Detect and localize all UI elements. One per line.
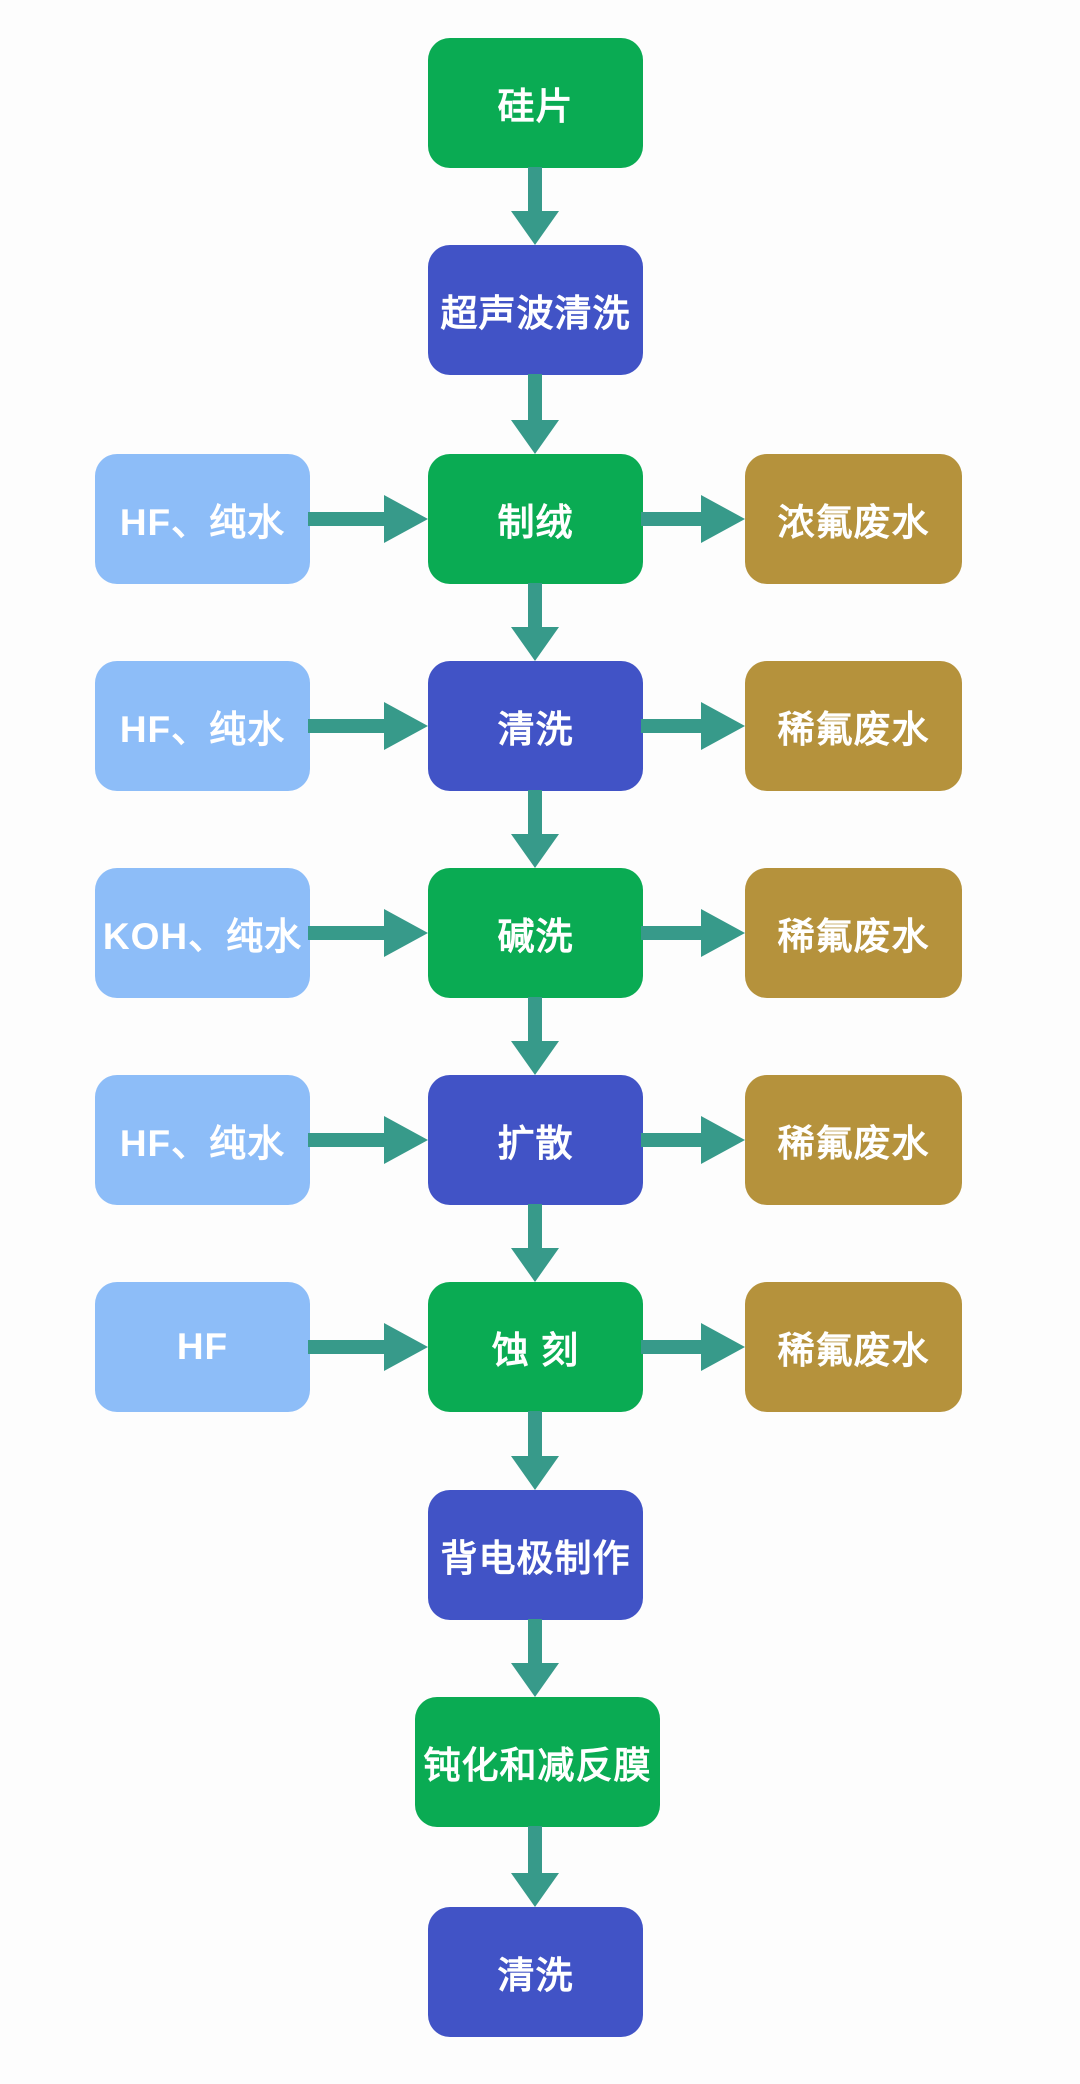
output-node-diffusion: 稀氟废水 (745, 1075, 962, 1205)
input-node-cleaning-1: HF、纯水 (95, 661, 310, 791)
arrow-right-head-icon (384, 1116, 428, 1164)
arrow-down-icon (528, 997, 542, 1042)
flow-node-back-electrode-fabrication: 背电极制作 (428, 1490, 643, 1620)
flow-node-ultrasonic-cleaning: 超声波清洗 (428, 245, 643, 375)
arrow-down-icon (528, 1826, 542, 1874)
arrow-right-icon (641, 926, 701, 940)
arrow-down-icon (528, 790, 542, 835)
arrow-down-head-icon (511, 1873, 559, 1907)
arrow-down-head-icon (511, 1663, 559, 1697)
arrow-right-head-icon (384, 702, 428, 750)
arrow-down-head-icon (511, 420, 559, 454)
flow-node-etching: 蚀 刻 (428, 1282, 643, 1412)
flow-node-cleaning-1: 清洗 (428, 661, 643, 791)
flow-node-final-cleaning: 清洗 (428, 1907, 643, 2037)
arrow-right-icon (308, 1133, 384, 1147)
arrow-down-head-icon (511, 1041, 559, 1075)
arrow-right-head-icon (701, 1323, 745, 1371)
arrow-down-icon (528, 583, 542, 628)
arrow-right-icon (641, 1340, 701, 1354)
arrow-down-head-icon (511, 627, 559, 661)
arrow-right-head-icon (384, 495, 428, 543)
flow-node-passivation-and-ar-coating: 钝化和减反膜 (415, 1697, 660, 1827)
arrow-down-icon (528, 167, 542, 212)
arrow-down-head-icon (511, 211, 559, 245)
arrow-right-head-icon (701, 909, 745, 957)
arrow-right-icon (308, 926, 384, 940)
arrow-down-icon (528, 374, 542, 421)
input-node-diffusion: HF、纯水 (95, 1075, 310, 1205)
arrow-right-head-icon (701, 1116, 745, 1164)
arrow-right-icon (641, 1133, 701, 1147)
flow-node-silicon-wafer: 硅片 (428, 38, 643, 168)
arrow-right-icon (308, 719, 384, 733)
output-node-texturing: 浓氟废水 (745, 454, 962, 584)
arrow-down-icon (528, 1619, 542, 1664)
arrow-right-icon (308, 1340, 384, 1354)
input-node-alkali-wash: KOH、纯水 (95, 868, 310, 998)
output-node-alkali-wash: 稀氟废水 (745, 868, 962, 998)
arrow-right-icon (641, 719, 701, 733)
flow-node-diffusion: 扩散 (428, 1075, 643, 1205)
output-node-etching: 稀氟废水 (745, 1282, 962, 1412)
input-node-texturing: HF、纯水 (95, 454, 310, 584)
arrow-down-head-icon (511, 834, 559, 868)
arrow-right-head-icon (701, 702, 745, 750)
arrow-right-icon (641, 512, 701, 526)
arrow-right-head-icon (384, 909, 428, 957)
arrow-down-icon (528, 1204, 542, 1249)
arrow-right-head-icon (701, 495, 745, 543)
arrow-right-head-icon (384, 1323, 428, 1371)
arrow-down-icon (528, 1411, 542, 1457)
arrow-down-head-icon (511, 1456, 559, 1490)
input-node-etching: HF (95, 1282, 310, 1412)
arrow-right-icon (308, 512, 384, 526)
flow-node-texturing: 制绒 (428, 454, 643, 584)
flow-node-alkali-wash: 碱洗 (428, 868, 643, 998)
arrow-down-head-icon (511, 1248, 559, 1282)
output-node-cleaning-1: 稀氟废水 (745, 661, 962, 791)
